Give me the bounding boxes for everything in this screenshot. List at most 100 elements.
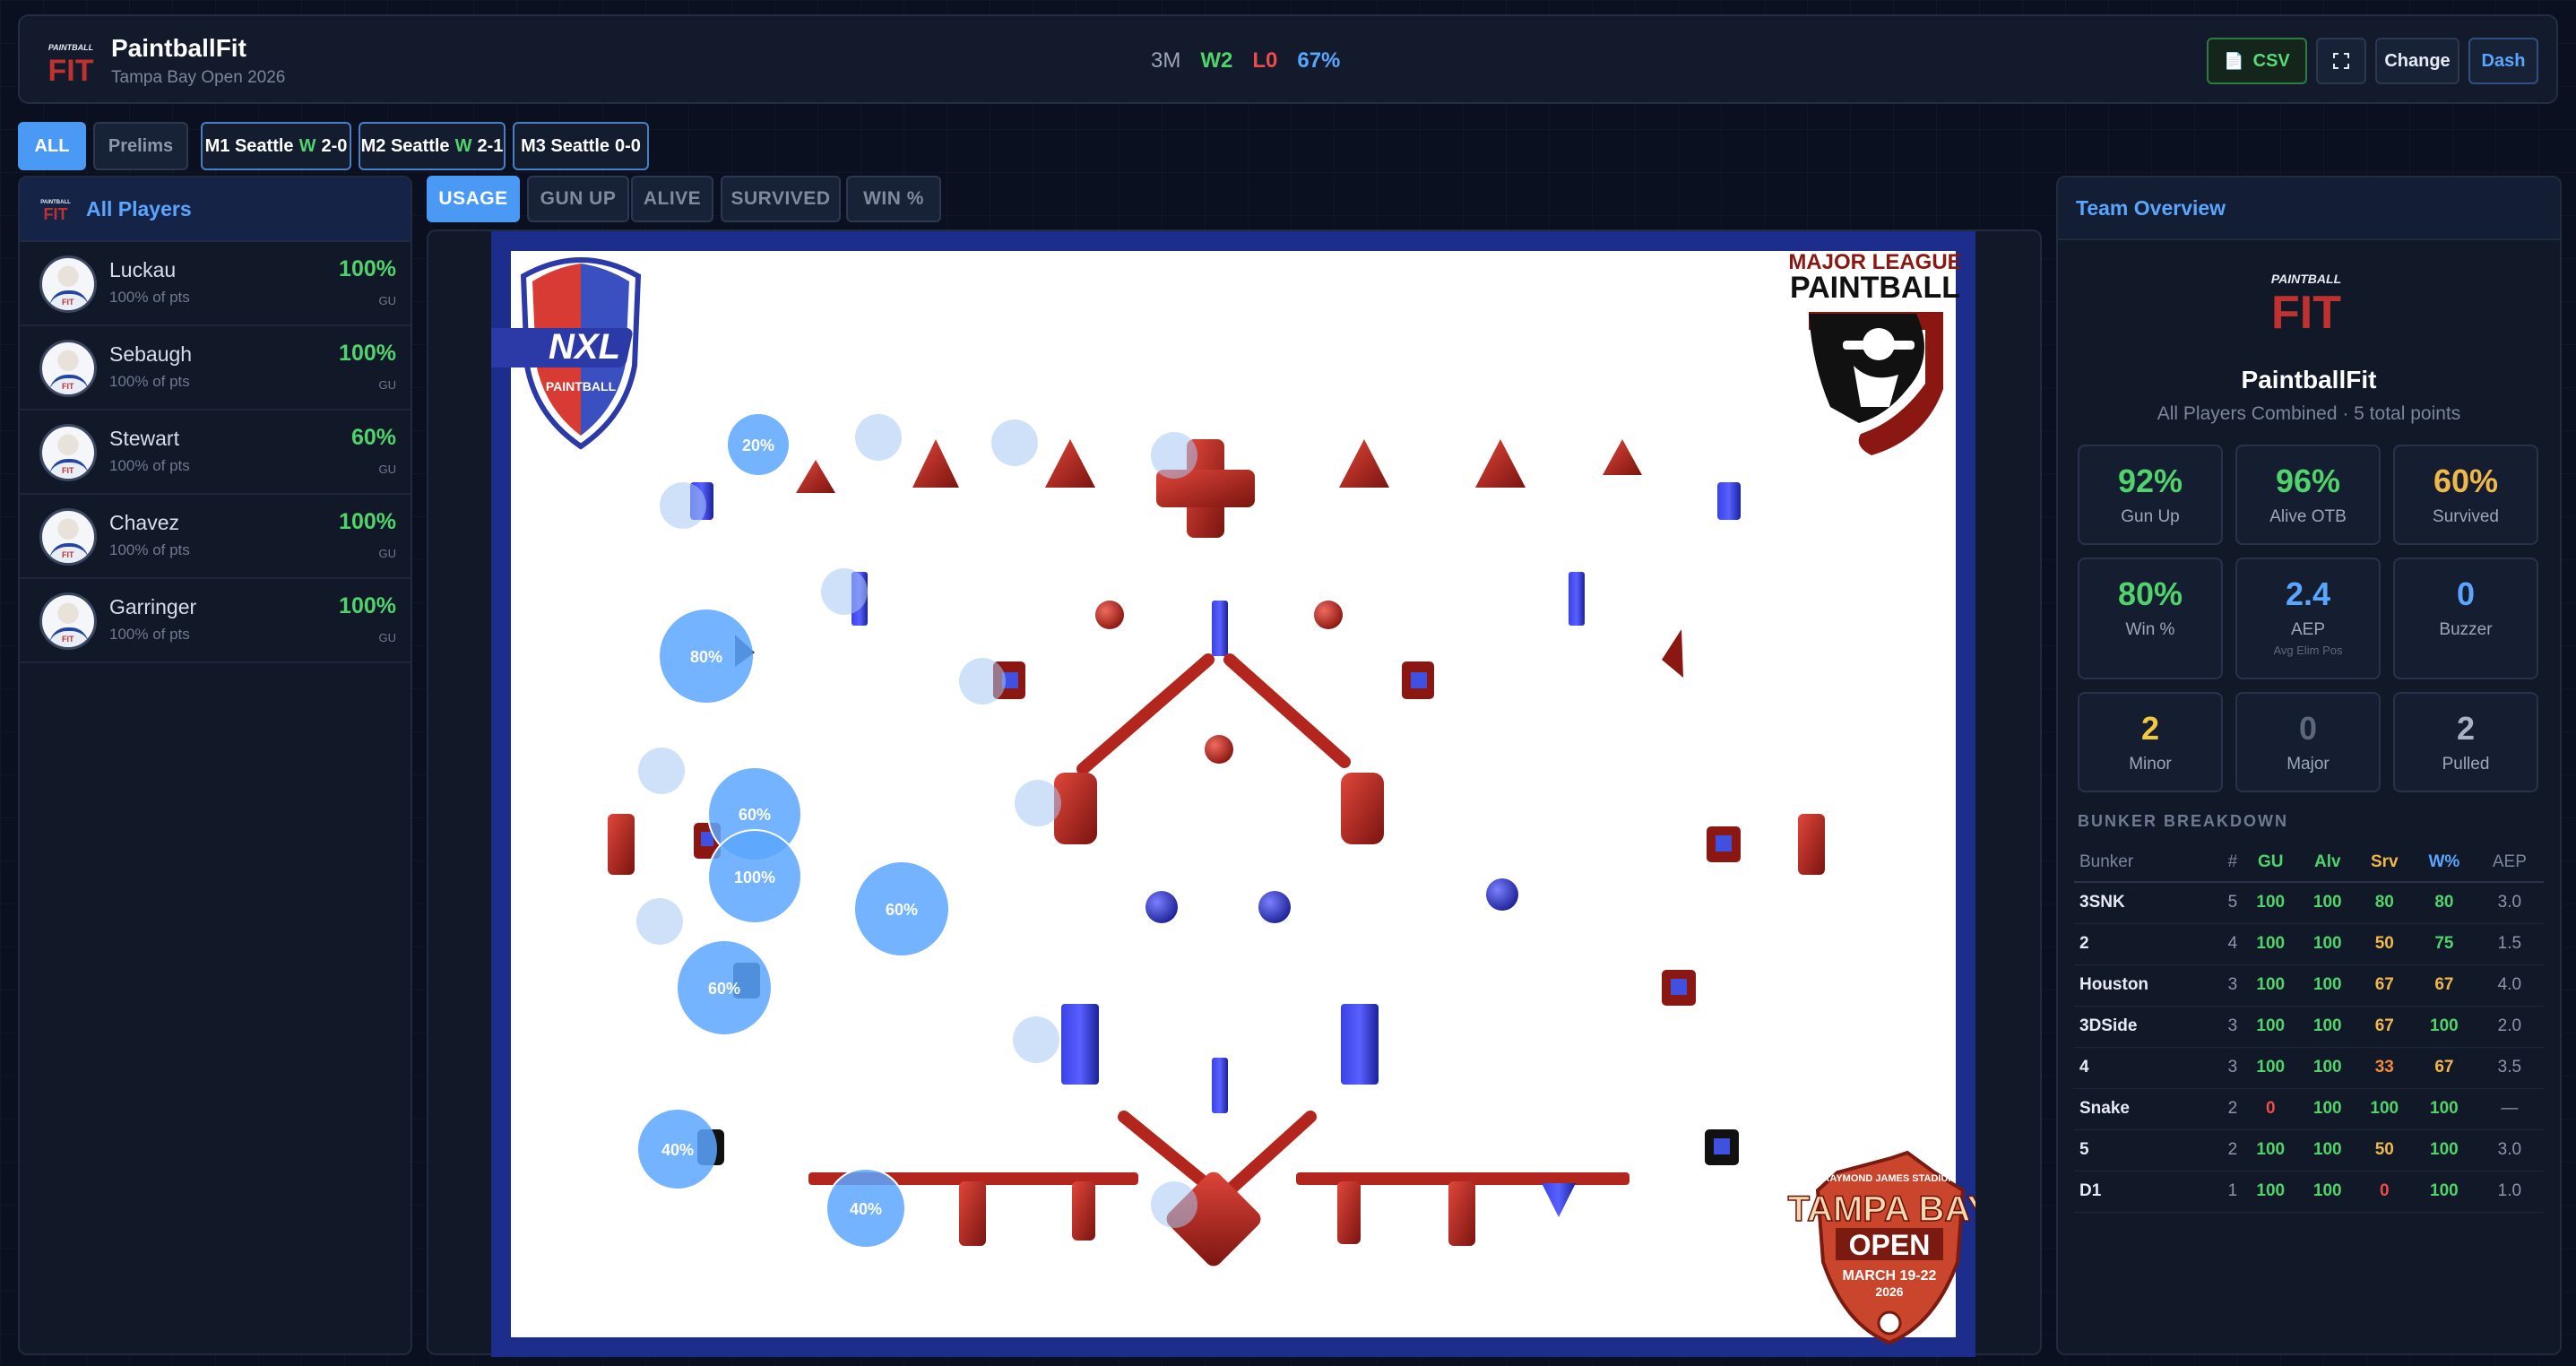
stat-card-minor: 2 Minor — [2078, 692, 2223, 792]
record-wins: W2 — [1200, 48, 1233, 73]
center-cross-bunker[interactable] — [1156, 439, 1255, 538]
center-tree-bunker[interactable] — [1054, 601, 1384, 844]
svg-text:40%: 40% — [850, 1200, 882, 1218]
player-gun-up-pct: 100% — [339, 509, 396, 534]
bunker-tall-block[interactable] — [1061, 1004, 1099, 1085]
record-win-pct: 67% — [1297, 48, 1341, 73]
csv-label: CSV — [2252, 50, 2290, 71]
csv-export-button[interactable]: 📄 CSV — [2207, 38, 2307, 84]
usage-marker[interactable]: 40% — [638, 1110, 717, 1189]
bunker-pyramid[interactable] — [1603, 439, 1642, 475]
bunker-can[interactable] — [1798, 814, 1825, 875]
usage-marker[interactable]: 60% — [855, 862, 948, 955]
fullscreen-button[interactable] — [2316, 38, 2366, 84]
tab-gun-up[interactable]: GUN UP — [527, 176, 629, 222]
nxl-logo: NXL PAINTBALL — [491, 257, 642, 450]
usage-marker[interactable]: 60% — [678, 941, 771, 1034]
stat-card-alive-otb: 96% Alive OTB — [2235, 445, 2381, 545]
table-row[interactable]: D1 1 100 100 0 100 1.0 — [2074, 1171, 2544, 1213]
usage-marker[interactable]: 80% — [660, 610, 753, 703]
bunker-ball[interactable] — [1486, 878, 1518, 911]
table-row[interactable]: 3DSide 3 100 100 67 100 2.0 — [2074, 1006, 2544, 1048]
table-row[interactable]: 2 4 100 100 50 75 1.5 — [2074, 923, 2544, 965]
bunker-dorito-ball[interactable] — [1095, 601, 1124, 629]
bunker-pyramid[interactable] — [1045, 439, 1095, 488]
player-row[interactable]: FIT Luckau 100% of pts 100% GU — [20, 242, 411, 326]
paintballfit-logo: PAINTBALL FIT — [40, 200, 71, 221]
bunker-can[interactable] — [1717, 482, 1741, 520]
stat-card-survived: 60% Survived — [2393, 445, 2538, 545]
player-gun-up-pct: 60% — [350, 425, 396, 450]
bunker-breakdown-table: Bunker # GU Alv Srv W% AEP 3SNK 5 100 10… — [2074, 843, 2544, 1213]
brand-title: PaintballFit — [111, 34, 246, 62]
player-row[interactable]: FIT Garringer 100% of pts 100% GU — [20, 579, 411, 663]
match-record: 3M W2 L0 67% — [1151, 48, 1340, 73]
team-subtitle: All Players Combined · 5 total points — [2157, 403, 2461, 424]
player-points-share: 100% of pts — [109, 373, 190, 390]
svg-text:60%: 60% — [708, 980, 740, 998]
filter-match-2[interactable]: M2 Seattle W 2-1 — [359, 122, 506, 170]
player-name: Stewart — [109, 427, 179, 450]
filter-prelims[interactable]: Prelims — [93, 122, 188, 170]
table-row[interactable]: 5 2 100 100 50 100 3.0 — [2074, 1129, 2544, 1171]
svg-text:PAINTBALL: PAINTBALL — [2271, 272, 2341, 286]
record-matches: 3M — [1151, 48, 1181, 73]
player-stat-unit: GU — [378, 547, 397, 560]
usage-marker[interactable]: 20% — [728, 414, 789, 475]
bunker-can[interactable] — [1212, 1058, 1228, 1113]
filter-all[interactable]: ALL — [18, 122, 86, 170]
team-name: PaintballFit — [2241, 366, 2377, 393]
player-avatar: FIT — [39, 255, 97, 313]
svg-text:FIT: FIT — [2271, 287, 2341, 333]
snake-bunker-right[interactable] — [1296, 1172, 1629, 1246]
tampa-bay-open-logo: RAYMOND JAMES STADIUM TAMPA BAY OPEN MAR… — [1787, 1150, 1975, 1345]
player-stat-unit: GU — [378, 631, 397, 644]
bunker-dorito-ball[interactable] — [1205, 735, 1233, 764]
player-avatar: FIT — [39, 340, 97, 397]
bunker-pyramid[interactable] — [796, 460, 835, 493]
bunker-can[interactable] — [608, 814, 635, 875]
bunker-tall-block[interactable] — [1341, 1004, 1379, 1085]
dash-button[interactable]: Dash — [2468, 38, 2538, 84]
usage-marker[interactable]: 40% — [826, 1168, 906, 1249]
bunker-dorito-ball[interactable] — [1314, 601, 1343, 629]
table-row[interactable]: 4 3 100 100 33 67 3.5 — [2074, 1047, 2544, 1089]
bunker-pyramid[interactable] — [1339, 439, 1389, 488]
paintballfit-logo: PAINTBALL FIT — [2271, 272, 2341, 333]
filter-match-3[interactable]: M3 Seattle 0-0 — [513, 122, 649, 170]
svg-text:FIT: FIT — [48, 54, 94, 86]
stat-card-pulled: 2 Pulled — [2393, 692, 2538, 792]
table-row[interactable]: Snake 2 0 100 100 100 — — [2074, 1088, 2544, 1130]
tab-win-pct[interactable]: WIN % — [846, 176, 941, 222]
tab-alive[interactable]: ALIVE — [631, 176, 713, 222]
tab-survived[interactable]: SURVIVED — [721, 176, 841, 222]
svg-text:PAINTBALL: PAINTBALL — [48, 43, 93, 52]
change-button[interactable]: Change — [2375, 38, 2459, 84]
player-name: Sebaugh — [109, 342, 193, 366]
tb-logo-dates: MARCH 19-22 — [1843, 1268, 1937, 1284]
bunker-side-pyramid[interactable] — [1662, 629, 1683, 678]
mlp-logo: MAJOR LEAGUE PAINTBALL — [1788, 250, 1962, 455]
bunker-ball[interactable] — [1145, 891, 1178, 923]
tb-logo-open: OPEN — [1849, 1229, 1931, 1261]
table-row[interactable]: 3SNK 5 100 100 80 80 3.0 — [2074, 882, 2544, 924]
filter-match-1[interactable]: M1 Seattle W 2-0 — [201, 122, 351, 170]
player-avatar: FIT — [39, 424, 97, 481]
all-players-title: All Players — [86, 196, 192, 220]
tab-usage[interactable]: USAGE — [427, 176, 520, 222]
bunker-ball[interactable] — [1258, 891, 1291, 923]
player-row[interactable]: FIT Chavez 100% of pts 100% GU — [20, 495, 411, 579]
bunker-can[interactable] — [1569, 572, 1585, 626]
table-row[interactable]: Houston 3 100 100 67 67 4.0 — [2074, 964, 2544, 1007]
usage-marker-empty-group — [636, 414, 1197, 1228]
player-avatar: FIT — [39, 508, 97, 566]
player-row[interactable]: FIT Stewart 100% of pts 60% GU — [20, 411, 411, 495]
stat-card-gun-up: 92% Gun Up — [2078, 445, 2223, 545]
usage-marker[interactable]: 100% — [707, 829, 802, 924]
player-row[interactable]: FIT Sebaugh 100% of pts 100% GU — [20, 326, 411, 411]
all-players-header[interactable]: PAINTBALL FIT All Players — [20, 177, 411, 242]
svg-text:40%: 40% — [661, 1141, 694, 1159]
bunker-pyramid[interactable] — [912, 439, 959, 488]
bunker-pyramid[interactable] — [1475, 439, 1526, 488]
event-subtitle: Tampa Bay Open 2026 — [111, 68, 286, 87]
